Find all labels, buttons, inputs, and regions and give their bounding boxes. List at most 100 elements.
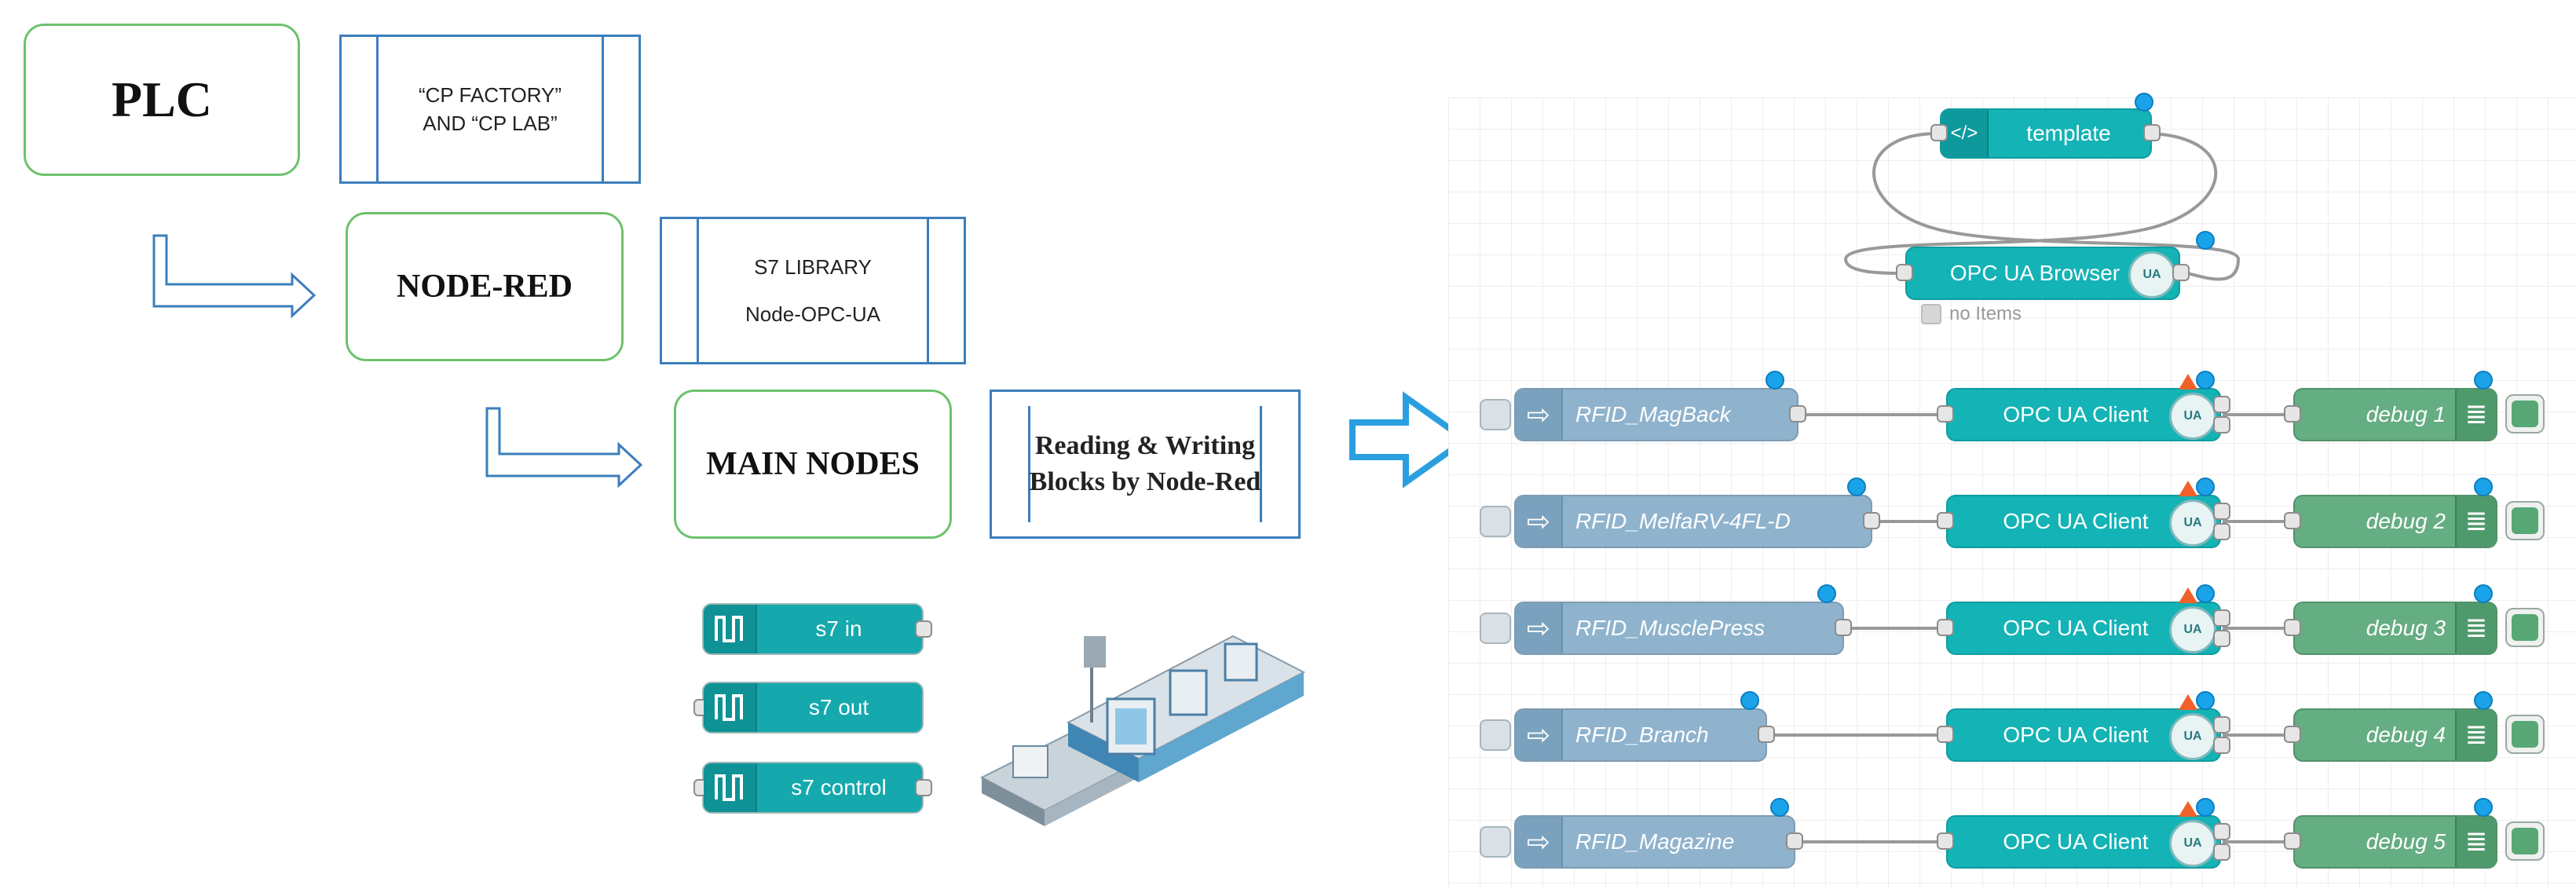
input-port[interactable] (2284, 405, 2301, 423)
changed-indicator-dot (1766, 371, 1784, 390)
output-port[interactable] (2213, 716, 2230, 734)
debug-toggle-button[interactable] (2505, 608, 2545, 647)
output-port[interactable] (1758, 726, 1775, 743)
opc-ua-client-node-1[interactable]: OPC UA Client UA (1946, 388, 2221, 441)
debug-node-3[interactable]: debug 3 ≣ (2293, 602, 2497, 655)
input-port[interactable] (2284, 512, 2301, 529)
template-input-port[interactable] (1930, 124, 1948, 141)
output-port[interactable] (2213, 843, 2230, 861)
debug-toggle-button[interactable] (2505, 501, 2545, 540)
changed-indicator-dot (2474, 477, 2493, 496)
list-icon: ≣ (2455, 390, 2496, 440)
output-port[interactable] (2213, 630, 2230, 647)
changed-indicator-dot (2196, 798, 2215, 817)
output-port[interactable] (915, 620, 932, 638)
plc-label: PLC (112, 71, 212, 127)
inject-node-musclepress[interactable]: ⇨ RFID_MusclePress (1514, 602, 1844, 655)
s7-out-label: s7 out (808, 695, 869, 719)
reading-writing-box: Reading & Writing Blocks by Node-Red (990, 390, 1301, 539)
changed-indicator-dot (2135, 93, 2153, 112)
reading-writing-label: Reading & Writing Blocks by Node-Red (1029, 431, 1261, 496)
input-port[interactable] (1937, 619, 1954, 636)
debug-toggle-button[interactable] (2505, 394, 2545, 434)
debug-node-4[interactable]: debug 4 ≣ (2293, 708, 2497, 762)
output-port[interactable] (1789, 405, 1806, 423)
inject-node-magback[interactable]: ⇨ RFID_MagBack (1514, 388, 1798, 441)
output-port[interactable] (2213, 523, 2230, 540)
client-label: OPC UA Client (2003, 723, 2149, 747)
inject-label: RFID_Branch (1575, 723, 1709, 747)
changed-indicator-dot (2196, 231, 2215, 250)
input-port[interactable] (2284, 832, 2301, 850)
output-port[interactable] (915, 779, 932, 796)
inject-node-melfa[interactable]: ⇨ RFID_MelfaRV-4FL-D (1514, 495, 1872, 548)
changed-indicator-dot (2474, 371, 2493, 390)
input-port[interactable] (1937, 832, 1954, 850)
inject-arrow-icon: ⇨ (1516, 817, 1563, 867)
template-label: template (2026, 121, 2111, 145)
client-label: OPC UA Client (2003, 402, 2149, 426)
input-port[interactable] (1937, 726, 1954, 743)
opc-ua-client-node-4[interactable]: OPC UA Client UA (1946, 708, 2221, 762)
inject-trigger-button[interactable] (1480, 826, 1511, 858)
output-port[interactable] (1835, 619, 1852, 636)
debug-node-5[interactable]: debug 5 ≣ (2293, 815, 2497, 869)
client-label: OPC UA Client (2003, 829, 2149, 854)
list-icon: ≣ (2455, 710, 2496, 760)
changed-indicator-dot (2196, 371, 2215, 390)
inject-label: RFID_MagBack (1575, 402, 1731, 426)
output-port[interactable] (2213, 396, 2230, 413)
inject-trigger-button[interactable] (1480, 613, 1511, 644)
bent-arrow-1 (152, 234, 317, 319)
warning-triangle-icon (2179, 587, 2197, 603)
browser-input-port[interactable] (1896, 264, 1913, 281)
opc-ua-logo-icon: UA (2169, 820, 2216, 867)
output-port[interactable] (2213, 416, 2230, 434)
output-port[interactable] (2213, 823, 2230, 840)
status-square-icon (1921, 304, 1941, 324)
debug-label: debug 3 (2366, 616, 2446, 640)
input-port[interactable] (2284, 619, 2301, 636)
template-output-port[interactable] (2143, 124, 2161, 141)
libraries-label: S7 LIBRARY Node-OPC-UA (745, 255, 880, 326)
browser-status: no Items (1921, 303, 2022, 325)
rw-box-inner-lines (1028, 406, 1262, 522)
changed-indicator-dot (1847, 477, 1866, 496)
debug-node-2[interactable]: debug 2 ≣ (2293, 495, 2497, 548)
changed-indicator-dot (1817, 584, 1836, 603)
output-port[interactable] (2213, 503, 2230, 520)
opc-ua-browser-node[interactable]: OPC UA Browser UA (1905, 247, 2180, 300)
output-port[interactable] (1863, 512, 1880, 529)
inject-node-magazine[interactable]: ⇨ RFID_Magazine (1514, 815, 1795, 869)
inject-node-branch[interactable]: ⇨ RFID_Branch (1514, 708, 1767, 762)
debug-toggle-button[interactable] (2505, 821, 2545, 861)
inject-trigger-button[interactable] (1480, 506, 1511, 537)
input-port[interactable] (1937, 512, 1954, 529)
s7-control-node[interactable]: s7 control (693, 762, 932, 814)
client-label: OPC UA Client (2003, 616, 2149, 640)
inject-arrow-icon: ⇨ (1516, 390, 1563, 440)
debug-toggle-button[interactable] (2505, 715, 2545, 754)
output-port[interactable] (2213, 609, 2230, 627)
opc-ua-client-node-2[interactable]: OPC UA Client UA (1946, 495, 2221, 548)
browser-output-port[interactable] (2172, 264, 2190, 281)
inject-trigger-button[interactable] (1480, 719, 1511, 751)
input-port[interactable] (2284, 726, 2301, 743)
changed-indicator-dot (2474, 584, 2493, 603)
output-port[interactable] (2213, 737, 2230, 754)
list-icon: ≣ (2455, 496, 2496, 547)
changed-indicator-dot (2196, 691, 2215, 710)
template-node[interactable]: </> template (1940, 108, 2152, 159)
debug-label: debug 4 (2366, 723, 2446, 747)
debug-node-1[interactable]: debug 1 ≣ (2293, 388, 2497, 441)
opc-ua-client-node-5[interactable]: OPC UA Client UA (1946, 815, 2221, 869)
s7-in-node[interactable]: s7 in (702, 603, 932, 655)
s7-out-node[interactable]: s7 out (693, 682, 924, 734)
inject-trigger-button[interactable] (1480, 399, 1511, 430)
libraries-box: S7 LIBRARY Node-OPC-UA (660, 217, 966, 364)
output-port[interactable] (1786, 832, 1803, 850)
opc-ua-logo-icon: UA (2169, 606, 2216, 653)
input-port[interactable] (1937, 405, 1954, 423)
cp-factory-box: “CP FACTORY” AND “CP LAB” (339, 35, 641, 184)
opc-ua-client-node-3[interactable]: OPC UA Client UA (1946, 602, 2221, 655)
